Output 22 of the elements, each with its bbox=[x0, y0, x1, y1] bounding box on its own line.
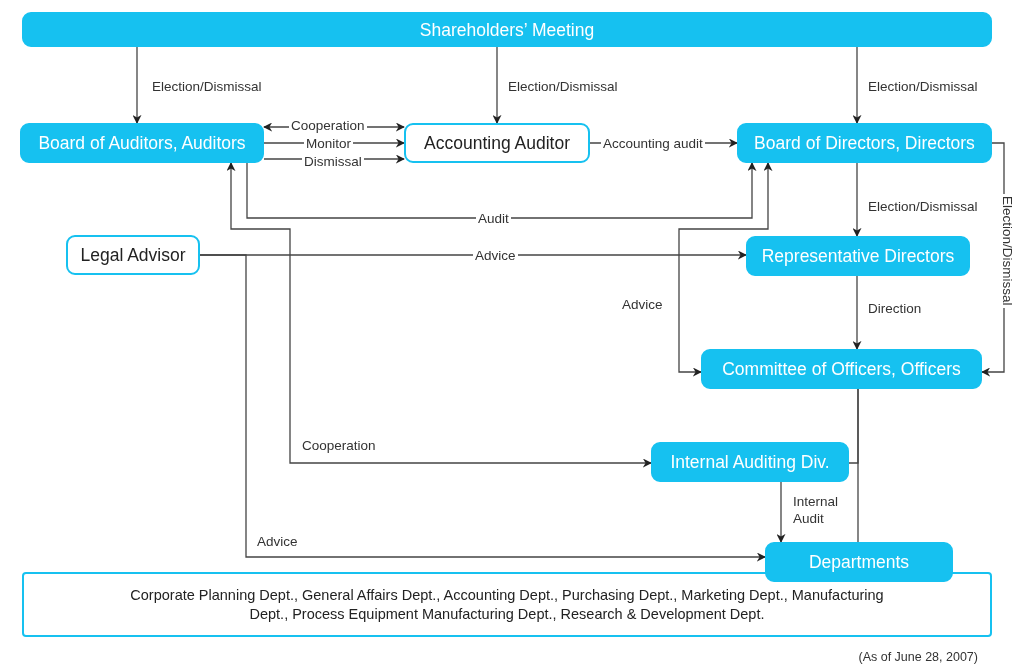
org-box: Internal Auditing Div. bbox=[651, 442, 849, 482]
arrow bbox=[226, 162, 652, 468]
arrow bbox=[852, 46, 862, 124]
arrow bbox=[132, 46, 142, 124]
org-box: Departments bbox=[765, 542, 953, 582]
connector-line bbox=[848, 388, 859, 464]
date-note: (As of June 28, 2007) bbox=[858, 650, 978, 664]
org-box: Board of Directors, Directors bbox=[737, 123, 992, 163]
org-box: Accounting Auditor bbox=[404, 123, 590, 163]
arrow bbox=[199, 254, 766, 562]
arrow bbox=[492, 46, 502, 124]
arrow bbox=[852, 275, 862, 350]
org-box: Representative Directors bbox=[746, 236, 970, 276]
department-list-box: Corporate Planning Dept., General Affairs Dept., Accounting Dept., Purchasing Dept., Marketing Dept., Manufacturing Dept., Process Equipment Manufacturing Dept., Research & Development Dept. bbox=[22, 572, 992, 637]
arrow bbox=[246, 162, 757, 219]
org-box: Shareholders’ Meeting bbox=[22, 12, 992, 47]
arrow bbox=[776, 481, 786, 543]
arrow bbox=[852, 162, 862, 237]
arrow bbox=[678, 162, 773, 377]
org-box: Board of Auditors, Auditors bbox=[20, 123, 264, 163]
org-box: Committee of Officers, Officers bbox=[701, 349, 982, 389]
org-box: Legal Advisor bbox=[66, 235, 200, 275]
